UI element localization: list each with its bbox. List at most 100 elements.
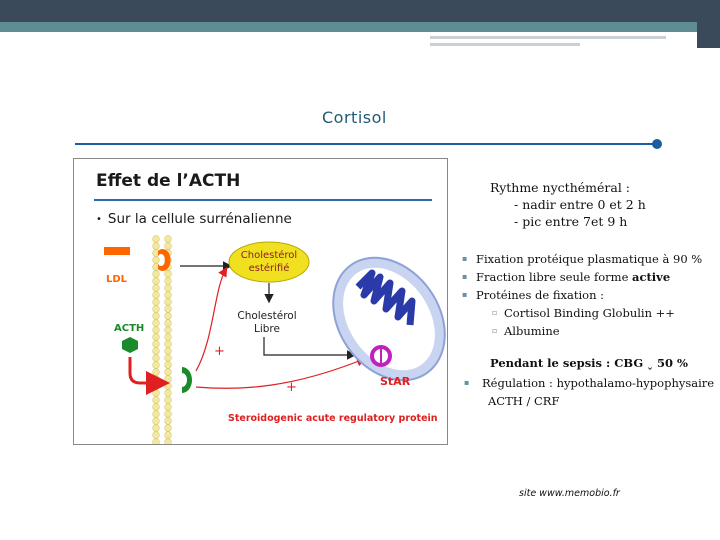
membrane-bead [165,397,172,404]
rhythm-title: Rythme nycthéméral : [490,179,646,196]
sub-bullet-text: Albumine [504,324,560,338]
regulation-item: ▪ Régulation : hypothalamo-hypophysaire … [464,374,714,410]
membrane-bead [165,243,172,250]
ldl-bar [104,247,130,255]
source-credit: site www.memobio.fr [519,488,620,499]
title-underline [75,143,657,145]
membrane-bead [153,432,160,439]
title-underline-dot [652,139,662,149]
membrane-bead [165,355,172,362]
membrane-bead [165,383,172,390]
membrane-bead [165,376,172,383]
chol-ester-label-1: Cholestérol [241,249,297,261]
header-accent-bar [0,22,720,32]
membrane-bead [165,236,172,243]
list-item: ▪Protéines de fixation : [462,286,702,304]
acth-figure: Effet de l’ACTH •Sur la cellule surrénal… [73,158,448,445]
chol-libre-label-2: Libre [254,323,280,335]
header-rule-long [430,36,666,39]
membrane-bead [153,257,160,264]
membrane-bead [153,327,160,334]
membrane-bead [165,369,172,376]
membrane-bead [165,292,172,299]
header-bar [0,0,720,22]
bullet-marker: ▪ [462,268,467,286]
bullet-marker: ▪ [462,286,467,304]
membrane-bead [165,362,172,369]
mitochondrion [310,236,447,401]
membrane-bead [153,418,160,425]
chol-ester-label-2: estérifié [249,262,290,274]
acth-molecule [122,337,138,353]
membrane-bead [153,439,160,444]
membrane-bead [165,390,172,397]
sub-list-item: ▫ Albumine [462,322,702,340]
bullet-marker: ▪ [462,250,467,268]
cholesterol-ester-droplet [229,242,309,282]
membrane-bead [165,334,172,341]
acth-label: ACTH [114,323,144,334]
membrane-bead [165,285,172,292]
sub-bullet-marker: ▫ [492,304,497,322]
membrane-bead [153,397,160,404]
rhythm-block: Rythme nycthéméral : - nadir entre 0 et … [490,179,646,230]
sub-list-item: ▫ Cortisol Binding Globulin ++ [462,304,702,322]
plus-sign-1: + [214,344,225,359]
membrane-bead [153,271,160,278]
chol-libre-label-1: Cholestérol [237,310,296,322]
bullet-marker: ▪ [464,374,469,392]
plus-sign-2: + [286,380,297,395]
membrane-bead [153,292,160,299]
acth-receptor [182,367,192,393]
membrane-bead [153,390,160,397]
cell-diagram: LDL ACTH Cholestérol estérifié Cholestér… [74,159,447,444]
membrane-bead [153,411,160,418]
membrane-bead [165,278,172,285]
bullet-text: Fraction libre seule forme [476,270,632,284]
membrane-bead [165,327,172,334]
sub-bullet-text: Cortisol Binding Globulin ++ [504,306,675,320]
membrane-bead [153,334,160,341]
membrane-bead [165,439,172,444]
regulation-line-2: ACTH / CRF [464,392,714,410]
membrane-bead [153,376,160,383]
transport-arrow [264,337,354,355]
membrane-bead [165,299,172,306]
list-item: ▪ Fraction libre seule forme active [462,268,702,286]
membrane-bead [153,285,160,292]
slide-title: Cortisol [322,108,387,127]
membrane-bead [153,236,160,243]
membrane-bead [153,425,160,432]
membrane-bead [165,418,172,425]
membrane-bead [153,355,160,362]
bullet-bold-text: active [632,270,670,284]
activation-arrow-star [196,359,364,388]
membrane-bead [165,425,172,432]
bullet-text: Fixation protéique plasmatique à 90 % [476,252,702,266]
header-rule-short [430,43,580,46]
sub-bullet-marker: ▫ [492,322,497,340]
membrane-bead [165,348,172,355]
membrane-bead [153,348,160,355]
list-item: ▪ Fixation protéique plasmatique à 90 % [462,250,702,268]
membrane-bead [165,271,172,278]
membrane-bead [153,243,160,250]
membrane-bead [153,313,160,320]
membrane-bead [153,341,160,348]
membrane-bead [153,299,160,306]
membrane-bead [165,404,172,411]
membrane-bead [153,306,160,313]
membrane-bead [165,320,172,327]
membrane-bead [153,369,160,376]
sepsis-note: Pendant le sepsis : CBG ˯ 50 % [490,356,688,370]
membrane-bead [153,320,160,327]
membrane-bead [165,432,172,439]
bullet-list: ▪ Fixation protéique plasmatique à 90 % ▪… [462,250,702,340]
star-label: StAR [380,375,411,388]
membrane-bead [165,341,172,348]
membrane-bead [153,278,160,285]
rhythm-line-1: - nadir entre 0 et 2 h [490,196,646,213]
membrane-bead [165,411,172,418]
membrane-bead [165,313,172,320]
ldl-label: LDL [106,274,128,285]
